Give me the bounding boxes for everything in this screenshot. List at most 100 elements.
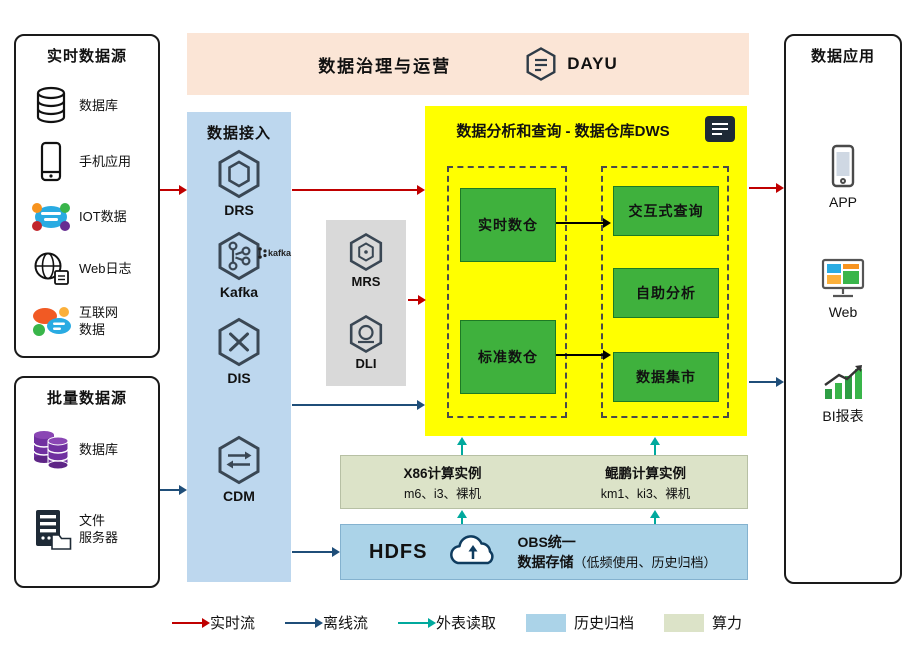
governance-title: 数据治理与运营: [318, 56, 452, 76]
applications-title: 数据应用: [810, 48, 875, 65]
app-item-web: Web: [786, 258, 900, 320]
flow-compute-to-dws-right: [650, 437, 660, 455]
realtime-sources-title: 实时数据源: [46, 48, 127, 65]
legend-label: 外表读取: [435, 615, 496, 632]
dws-doc-icon: [703, 114, 737, 144]
source-item-mobile-app: 手机应用: [16, 136, 158, 188]
governance-banner: 数据治理与运营 DAYU: [187, 33, 749, 95]
ingestion-panel: 数据接入 DRS: [187, 112, 291, 582]
flow-batch-sources-to-ingestion: [160, 485, 187, 495]
legend-item-compute: 算力: [664, 612, 742, 633]
kafka-wordmark-text: kafka: [267, 248, 291, 258]
source-item-batch-database: 数据库: [16, 418, 158, 482]
obs-text: OBS统一 数据存储（低频使用、历史归档）: [517, 532, 716, 572]
service-label: MRS: [351, 274, 381, 289]
flow-compute-to-dws-left: [457, 437, 467, 455]
kafka-glyph-icon: [258, 247, 267, 259]
analysis-group: 交互式查询 自助分析 数据集市: [601, 166, 729, 418]
flow-ingestion-to-dws-realtime: [292, 185, 425, 195]
database-icon: [26, 85, 76, 127]
flow-cdm-to-hdfs: [292, 547, 340, 557]
compute-x86: X86计算实例 m6、i3、裸机: [341, 456, 544, 508]
kafka-icon: [218, 231, 260, 281]
legend-arrow-realtime-icon: [171, 617, 210, 628]
phone-icon: [26, 141, 76, 183]
app-item-bi: BI报表: [786, 362, 900, 426]
dws-title: 数据分析和查询 - 数据仓库DWS: [456, 123, 670, 140]
service-drs: DRS: [187, 148, 291, 218]
dis-icon: [218, 317, 260, 367]
service-label: Kafka: [219, 284, 259, 300]
connector-standard-to-mart: [556, 350, 611, 360]
source-item-internet-data: 互联网 数据: [16, 296, 158, 348]
dws-panel: 数据分析和查询 - 数据仓库DWS 实时数仓 标准数仓 交互式查询 自助分析 数…: [425, 106, 747, 436]
analysis-interactive-query: 交互式查询: [613, 186, 719, 236]
ingestion-title: 数据接入: [206, 125, 271, 142]
flow-engines-to-dws: [408, 295, 426, 305]
obs-note: （低频使用、历史归档）: [573, 555, 717, 570]
flow-dws-to-apps-offline: [749, 377, 784, 387]
obs-line2: 数据存储: [517, 554, 574, 570]
source-item-file-server: 文件 服务器: [16, 494, 158, 566]
source-label: 数据库: [79, 441, 119, 457]
kafka-wordmark: kafka: [257, 246, 291, 260]
app-icon: [831, 144, 855, 188]
purple-database-icon: [26, 427, 76, 473]
realtime-sources-panel: 实时数据源 数据库 手机应用: [14, 34, 160, 358]
analysis-data-mart: 数据集市: [613, 352, 719, 402]
legend-arrow-external-icon: [397, 617, 436, 628]
legend-item-realtime-flow: 实时流: [171, 612, 255, 633]
source-item-web-log: Web日志: [16, 244, 158, 294]
service-label: DLI: [355, 356, 377, 371]
service-label: CDM: [223, 488, 255, 504]
legend-label: 历史归档: [574, 615, 635, 632]
compute-kunpeng-title: 鲲鹏计算实例: [605, 466, 686, 481]
legend-label: 算力: [712, 615, 743, 632]
app-label: Web: [828, 304, 858, 320]
legend-item-archive: 历史归档: [526, 612, 634, 633]
compute-panel: X86计算实例 m6、i3、裸机 鲲鹏计算实例 km1、ki3、裸机: [340, 455, 748, 509]
app-item-app: APP: [786, 144, 900, 210]
service-label: DIS: [227, 370, 251, 386]
legend-item-external-read: 外表读取: [397, 612, 496, 633]
obs-line1: OBS统一: [517, 534, 576, 550]
file-server-icon: [26, 508, 76, 552]
warehouse-standard: 标准数仓: [460, 320, 556, 394]
flow-realtime-sources-to-ingestion: [160, 185, 187, 195]
service-cdm: CDM: [187, 434, 291, 504]
source-label: 文件 服务器: [79, 513, 119, 545]
obs-cloud-icon: [443, 534, 501, 570]
warehouse-group: 实时数仓 标准数仓: [447, 166, 567, 418]
app-label: BI报表: [822, 408, 864, 424]
service-mrs: MRS: [326, 232, 406, 289]
legend-item-offline-flow: 离线流: [284, 612, 368, 633]
service-dli: DLI: [326, 314, 406, 371]
web-icon: [821, 258, 865, 298]
source-item-iot: IOT数据: [16, 192, 158, 242]
compute-x86-models: m6、i3、裸机: [403, 487, 482, 501]
legend: 实时流 离线流 外表读取 历史归档 算力: [0, 612, 914, 633]
source-label: IOT数据: [79, 208, 127, 224]
compute-kunpeng: 鲲鹏计算实例 km1、ki3、裸机: [544, 456, 747, 508]
mrs-icon: [349, 233, 383, 271]
storage-panel: HDFS OBS统一 数据存储（低频使用、历史归档）: [340, 524, 748, 580]
legend-label: 实时流: [209, 615, 255, 632]
flow-storage-to-compute-left: [457, 510, 467, 524]
iot-icon: [26, 199, 76, 235]
bi-icon: [824, 365, 862, 399]
source-label: Web日志: [79, 260, 132, 276]
analysis-self-service: 自助分析: [613, 268, 719, 318]
flow-storage-to-compute-right: [650, 510, 660, 524]
batch-sources-title: 批量数据源: [46, 390, 127, 407]
compute-kunpeng-models: km1、ki3、裸机: [600, 487, 691, 501]
cdm-icon: [218, 435, 260, 485]
warehouse-realtime: 实时数仓: [460, 188, 556, 262]
source-label: 互联网 数据: [79, 305, 119, 337]
legend-swatch-archive: [526, 613, 566, 632]
dli-icon: [349, 315, 383, 353]
legend-arrow-offline-icon: [284, 617, 323, 628]
legend-swatch-compute: [664, 613, 705, 632]
drs-icon: [218, 149, 260, 199]
engines-panel: MRS DLI: [326, 220, 406, 386]
